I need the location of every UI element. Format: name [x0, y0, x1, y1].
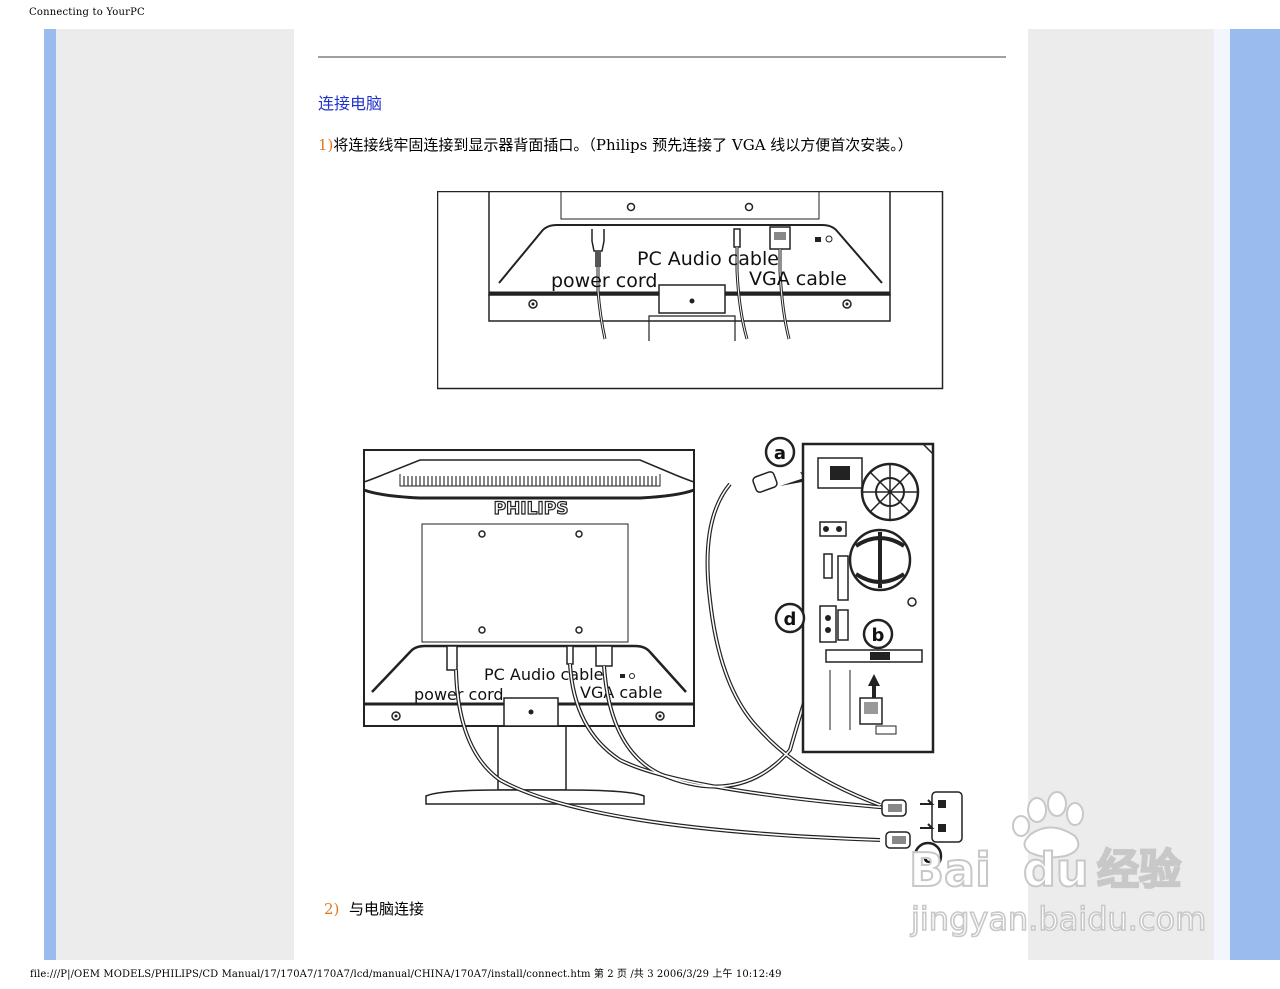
figure2-pc-audio-label: PC Audio cable — [484, 665, 604, 684]
paw-icon — [1023, 826, 1080, 859]
watermark-url: jingyan.baidu.com — [910, 900, 1205, 938]
page-title: 连接电脑 — [318, 94, 383, 113]
callout-d: d — [784, 609, 797, 630]
left-blue-strip — [44, 29, 56, 960]
step-2: 2) 与电脑连接 — [324, 898, 424, 919]
right-blue-strip — [1230, 29, 1280, 960]
callout-a: a — [774, 443, 786, 464]
step-1-text: 将连接线牢固连接到显示器背面插口。（Philips 预先连接了 VGA 线以方便… — [333, 136, 913, 154]
print-footer: file:///P|/OEM MODELS/PHILIPS/CD Manual/… — [30, 969, 782, 980]
figure1-pc-audio-label: PC Audio cable — [637, 248, 779, 270]
figure2-vga-label: VGA cable — [580, 683, 662, 702]
step-2-number: 2) — [324, 900, 340, 918]
figure1-vga-label: VGA cable — [749, 268, 847, 290]
right-light-strip — [1214, 29, 1230, 960]
figure1-power-label: power cord — [551, 270, 657, 292]
pc-connection-figure: PHILIPS PC Audio cable power cord VGA ca… — [363, 436, 963, 870]
monitor-connectors-figure: PC Audio cable power cord VGA cable — [437, 191, 944, 390]
print-header: Connecting to YourPC — [29, 7, 145, 18]
callout-c: c — [923, 848, 933, 868]
philips-logo: PHILIPS — [494, 499, 569, 519]
left-grey-margin — [56, 29, 294, 960]
watermark-product: 经验 — [1097, 845, 1181, 894]
watermark-brand-du: du — [1023, 843, 1089, 897]
step-1: 1)将连接线牢固连接到显示器背面插口。（Philips 预先连接了 VGA 线以… — [318, 134, 913, 155]
step-2-text: 与电脑连接 — [348, 900, 424, 918]
horizontal-rule — [318, 56, 1006, 58]
step-1-number: 1) — [318, 136, 334, 154]
baidu-watermark: Bai du 经验 jingyan.baidu.com — [908, 791, 1205, 939]
callout-b: b — [872, 625, 885, 646]
watermark-brand: Bai — [909, 843, 991, 897]
